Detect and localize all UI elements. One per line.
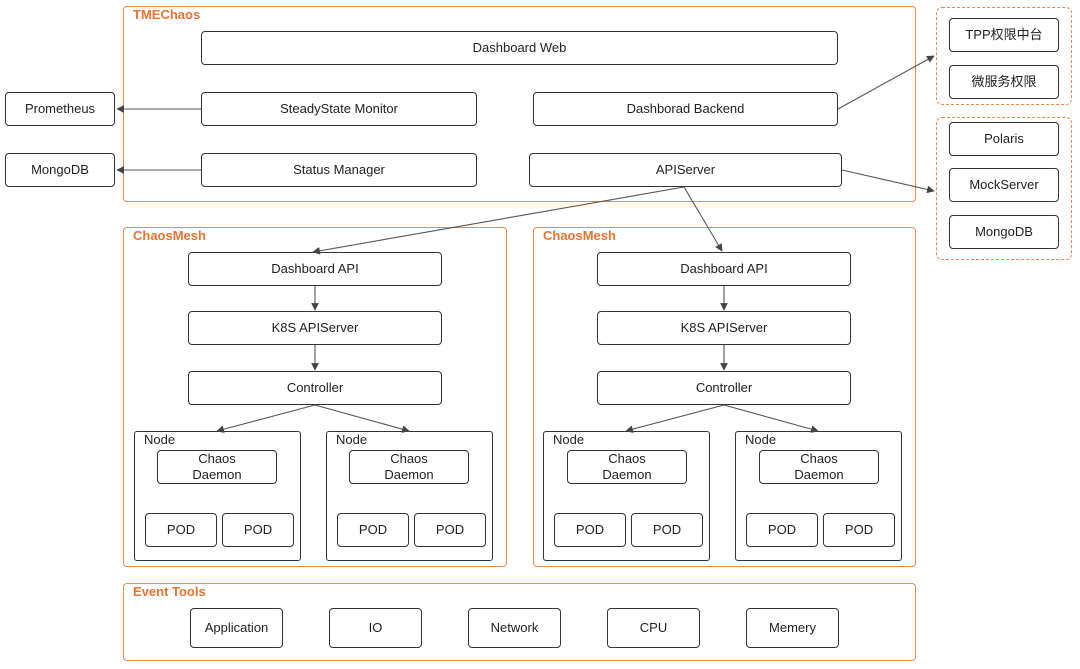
k8s-apiserver-box-2: K8S APIServer (597, 311, 851, 345)
polaris-box: Polaris (949, 122, 1059, 156)
k8s-apiserver-box-1: K8S APIServer (188, 311, 442, 345)
node-label-1-1: Node (144, 432, 176, 447)
chaosmesh-title-1: ChaosMesh (133, 228, 206, 243)
pod-box-2-2-1: POD (746, 513, 818, 547)
chaos-daemon-box-2-1: Chaos Daemon (567, 450, 687, 484)
dashboard-api-box-1: Dashboard API (188, 252, 442, 286)
pod-box-2-2-2: POD (823, 513, 895, 547)
node-label-2-1: Node (553, 432, 585, 447)
event-tools-group (123, 583, 916, 661)
pod-box-1-1-2: POD (222, 513, 294, 547)
chaos-daemon-box-2-2: Chaos Daemon (759, 450, 879, 484)
mongodb-deps-box: MongoDB (949, 215, 1059, 249)
chaos-daemon-box-1-1: Chaos Daemon (157, 450, 277, 484)
event-tool-io: IO (329, 608, 422, 648)
event-tool-memery: Memery (746, 608, 839, 648)
chaosmesh-title-2: ChaosMesh (543, 228, 616, 243)
steadystate-monitor-box: SteadyState Monitor (201, 92, 477, 126)
pod-box-1-2-2: POD (414, 513, 486, 547)
status-manager-box: Status Manager (201, 153, 477, 187)
node-label-2-2: Node (745, 432, 777, 447)
controller-box-1: Controller (188, 371, 442, 405)
auth-group (936, 7, 1072, 105)
tpp-auth-box: TPP权限中台 (949, 18, 1059, 52)
dashboard-api-box-2: Dashboard API (597, 252, 851, 286)
deps-group (936, 117, 1072, 260)
mongodb-external-box: MongoDB (5, 153, 115, 187)
pod-box-2-1-1: POD (554, 513, 626, 547)
chaosmesh-group-2 (533, 227, 916, 567)
event-tool-network: Network (468, 608, 561, 648)
tmechaos-title: TMEChaos (133, 7, 201, 22)
event-tool-cpu: CPU (607, 608, 700, 648)
apiserver-box: APIServer (529, 153, 842, 187)
event-tool-application: Application (190, 608, 283, 648)
controller-box-2: Controller (597, 371, 851, 405)
pod-box-2-1-2: POD (631, 513, 703, 547)
prometheus-box: Prometheus (5, 92, 115, 126)
dashboard-web-box: Dashboard Web (201, 31, 838, 65)
microservice-auth-box: 微服务权限 (949, 65, 1059, 99)
chaos-daemon-box-1-2: Chaos Daemon (349, 450, 469, 484)
pod-box-1-1-1: POD (145, 513, 217, 547)
mockserver-box: MockServer (949, 168, 1059, 202)
dashboard-backend-box: Dashborad Backend (533, 92, 838, 126)
node-label-1-2: Node (336, 432, 368, 447)
event-tools-title: Event Tools (133, 584, 206, 599)
pod-box-1-2-1: POD (337, 513, 409, 547)
